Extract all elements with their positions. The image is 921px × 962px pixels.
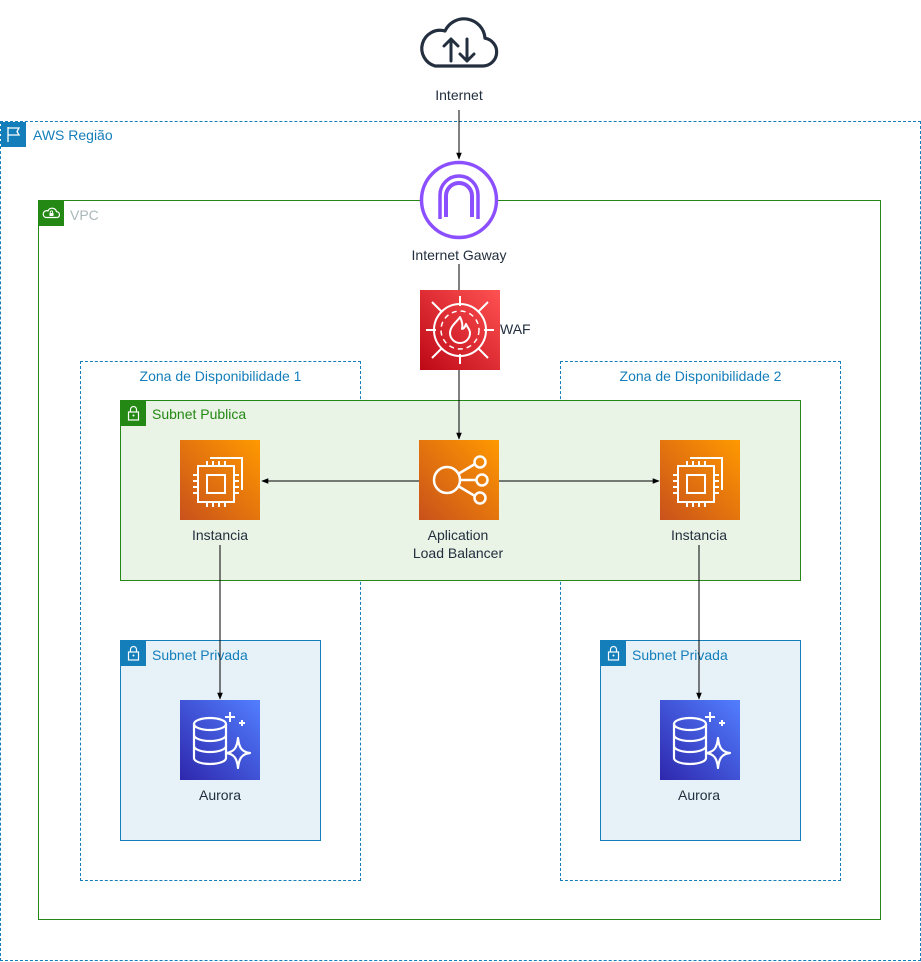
ec2-instance-icon[interactable] [660, 440, 740, 520]
load-balancer-icon[interactable] [419, 440, 499, 520]
cloud-upload-download-icon [420, 17, 499, 68]
aurora-database-icon[interactable] [660, 700, 740, 780]
aurora-left-label: Aurora [198, 787, 242, 803]
instance-right-label: Instancia [670, 527, 728, 543]
padlock-icon [601, 641, 626, 666]
aurora-database-icon[interactable] [180, 700, 260, 780]
private-subnet-right-label: Subnet Privada [632, 647, 728, 663]
cloud-lock-icon [39, 201, 64, 226]
waf-firewall-icon[interactable] [420, 290, 500, 370]
aurora-right-label: Aurora [677, 787, 721, 803]
az2-label: Zona de Disponibilidade 2 [619, 368, 782, 384]
az1-label: Zona de Disponibilidade 1 [139, 368, 302, 384]
padlock-icon [121, 641, 146, 666]
padlock-icon [121, 401, 146, 426]
internet-gateway-icon[interactable] [419, 160, 499, 240]
instance-left-label: Instancia [191, 527, 249, 543]
waf-label: WAF [500, 321, 531, 337]
availability-zone-2: Zona de Disponibilidade 2 [560, 361, 841, 881]
alb-label-line2: Load Balancer [412, 545, 504, 561]
igw-label: Internet Gaway [411, 247, 507, 263]
public-subnet-label: Subnet Publica [152, 406, 247, 422]
internet-label: Internet [435, 87, 483, 103]
region-label: AWS Região [33, 127, 113, 143]
private-subnet-left-label: Subnet Privada [152, 647, 248, 663]
ec2-instance-icon[interactable] [180, 440, 260, 520]
availability-zone-1: Zona de Disponibilidade 1 [80, 361, 361, 881]
flag-icon [1, 122, 26, 147]
alb-label-line1: Aplication [427, 527, 489, 543]
vpc-label: VPC [70, 207, 99, 223]
